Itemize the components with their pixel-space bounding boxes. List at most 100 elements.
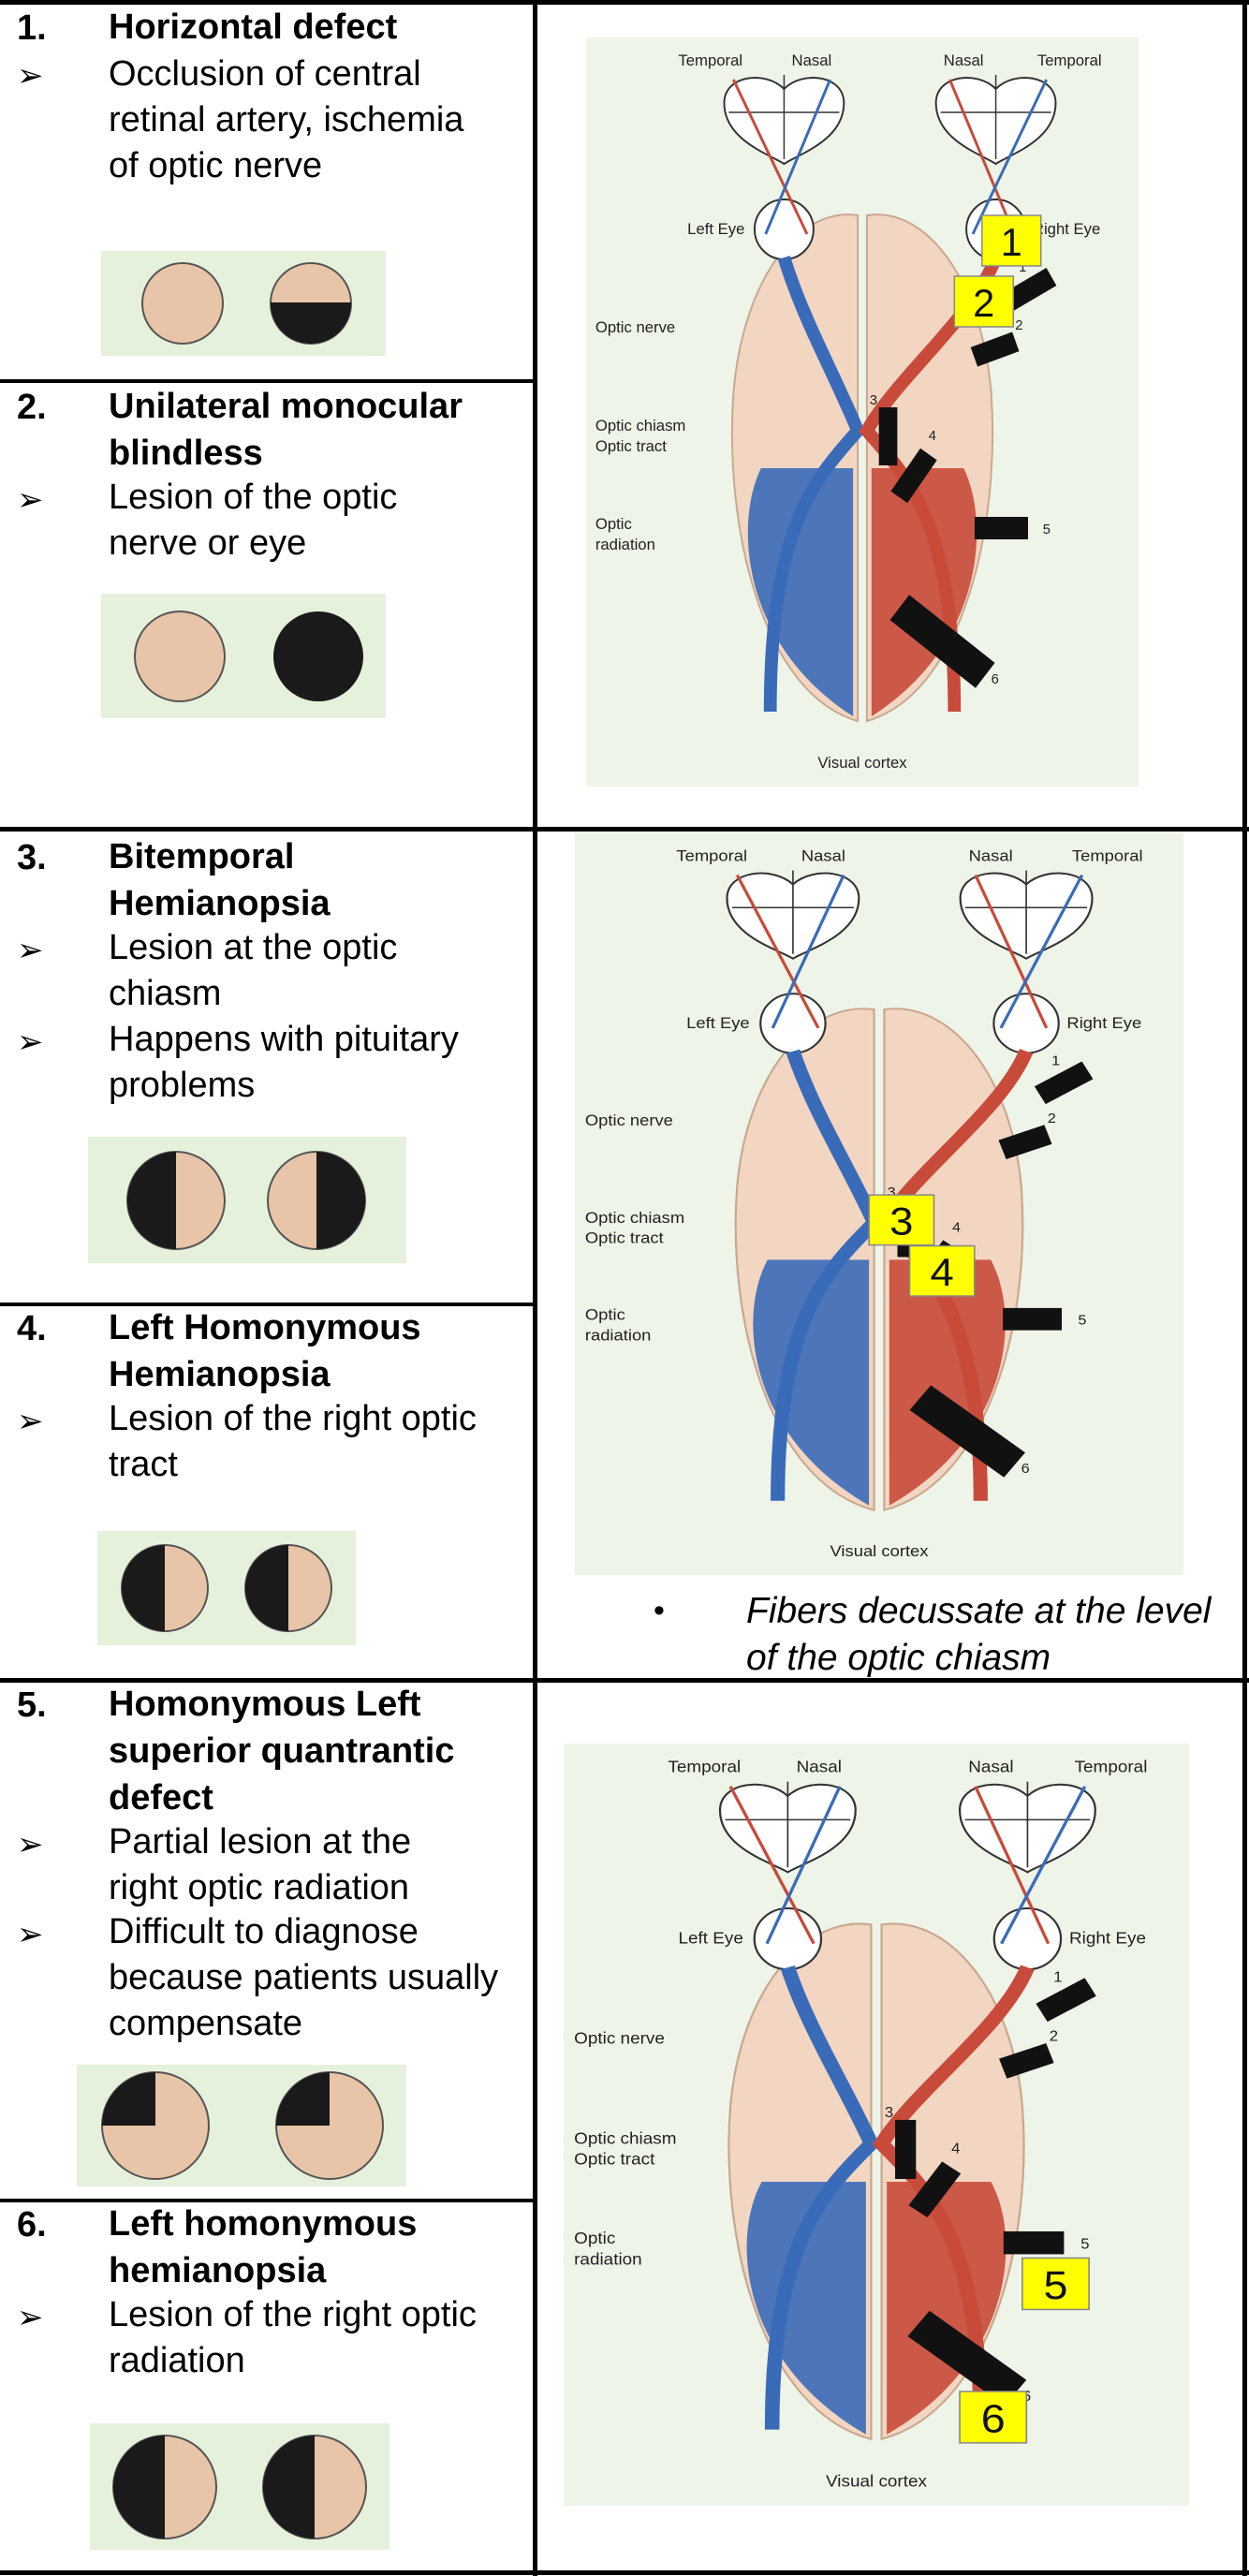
bullet-icon: ➢ <box>17 1024 44 1060</box>
left-homonymous-hemianopsia-field-icon <box>90 2423 389 2550</box>
temporal-label: Temporal <box>668 1758 741 1775</box>
section-title: Left Homonymous Hemianopsia <box>109 1308 421 1394</box>
highlight-number: 6 <box>981 2396 1006 2441</box>
highlight-box: 4 <box>908 1244 976 1297</box>
lesion-marker <box>1003 2230 1065 2255</box>
visual-cortex-label: Visual cortex <box>817 754 907 772</box>
optic-radiation-label: Optic <box>585 1305 625 1323</box>
section-4: 4. Left Homonymous Hemianopsia ➢ Lesion … <box>0 1306 533 1678</box>
highlight-box: 1 <box>981 214 1042 267</box>
bullet-icon: ➢ <box>17 1827 44 1862</box>
bullet-icon: ➢ <box>17 2300 44 2335</box>
optic-tract-label: Optic tract <box>595 437 667 455</box>
lesion-number-label: 1 <box>1019 260 1026 275</box>
lesion-number-label: 5 <box>1078 1313 1086 1328</box>
lesion-marker <box>1003 267 1057 312</box>
section-bullet: Lesion at the optic chiasm <box>109 928 398 1013</box>
section-title: Horizontal defect <box>109 7 398 47</box>
lesion-number-label: 4 <box>929 429 936 444</box>
optic-radiation-label: radiation <box>585 1326 652 1344</box>
section-number: 4. <box>17 1309 47 1348</box>
bullet-icon: ➢ <box>17 58 44 94</box>
right-eye-label: Right Eye <box>1033 220 1100 238</box>
lesion-marker <box>998 1125 1052 1160</box>
temporal-label: Temporal <box>1037 52 1102 69</box>
bullet-icon: ➢ <box>17 1917 44 1952</box>
section-bullet: Happens with pituitary problems <box>109 1020 459 1105</box>
lesion-number-label: 2 <box>1050 2029 1058 2044</box>
lesion-marker <box>1003 1307 1062 1331</box>
nasal-label: Nasal <box>944 52 984 69</box>
section-title: Bitemporal Hemianopsia <box>109 837 331 923</box>
nasal-label: Nasal <box>969 846 1013 864</box>
lesion-number-label: 1 <box>1051 1053 1060 1068</box>
section-number: 2. <box>17 388 47 427</box>
highlight-box: 2 <box>953 275 1015 328</box>
section-title: Homonymous Left superior quantrantic def… <box>109 1685 455 1818</box>
temporal-label: Temporal <box>1072 846 1143 864</box>
lesion-marker <box>889 595 995 688</box>
section-bullet: Partial lesion at the right optic radiat… <box>109 1822 412 1907</box>
temporal-label: Temporal <box>676 846 747 864</box>
superior-quadrantic-defect-field-icon <box>77 2065 406 2186</box>
visual-cortex-label: Visual cortex <box>826 2472 927 2490</box>
section-number: 5. <box>17 1685 47 1725</box>
lesion-number-label: 2 <box>1015 318 1022 333</box>
section-bullet: Difficult to diagnose because patients u… <box>109 1912 499 2043</box>
lesion-marker <box>974 517 1028 539</box>
optic-chiasm-label: Optic chiasm <box>585 1209 684 1227</box>
lesion-number-label: 5 <box>1043 523 1051 537</box>
lesion-marker <box>895 2119 917 2179</box>
right-eye-label: Right Eye <box>1066 1014 1141 1032</box>
bullet-icon: ➢ <box>17 482 44 518</box>
lesion-number-label: 6 <box>992 672 999 687</box>
optic-tract-label: Optic tract <box>574 2150 654 2168</box>
table-border-right <box>1242 0 1247 2576</box>
note-bullet-icon: • <box>654 1593 665 1628</box>
lesion-marker <box>1034 1061 1094 1105</box>
left-eye-label: Left Eye <box>678 1929 742 1947</box>
left-homonymous-hemianopsia-field-icon <box>97 1531 356 1645</box>
table-border-bottom <box>0 2570 1249 2575</box>
decussation-note: Fibers decussate at the level of the opt… <box>746 1591 1212 1678</box>
lesion-number-label: 3 <box>888 1185 896 1200</box>
highlight-number: 5 <box>1043 2263 1067 2308</box>
lesion-number-label: 4 <box>952 1220 961 1235</box>
section-title: Left homonymous hemianopsia <box>109 2204 418 2290</box>
section-number: 1. <box>17 8 47 48</box>
temporal-label: Temporal <box>1075 1758 1148 1775</box>
monocular-blindness-field-icon <box>101 594 386 718</box>
lesion-number-label: 1 <box>1053 1970 1062 1985</box>
lesion-marker <box>908 2161 962 2217</box>
highlight-number: 3 <box>889 1200 913 1244</box>
bitemporal-hemianopsia-field-icon <box>88 1137 406 1263</box>
optic-radiation-label: Optic <box>574 2230 615 2247</box>
optic-radiation-label: Optic <box>595 515 632 533</box>
section-3: 3. Bitemporal Hemianopsia ➢ Lesion at th… <box>0 832 533 1303</box>
bullet-icon: ➢ <box>17 1404 44 1439</box>
optic-radiation-label: radiation <box>595 536 655 553</box>
visual-cortex-label: Visual cortex <box>830 1542 929 1560</box>
highlight-box: 3 <box>868 1194 935 1246</box>
lesion-number-label: 3 <box>870 393 877 408</box>
section-number: 3. <box>17 838 47 877</box>
row-divider-1 <box>0 379 537 383</box>
optic-tract-label: Optic tract <box>585 1229 664 1246</box>
lesion-marker <box>878 407 898 465</box>
bullet-icon: ➢ <box>17 933 44 968</box>
optic-radiation-label: radiation <box>574 2250 642 2268</box>
lesion-marker <box>890 448 937 504</box>
highlight-number: 2 <box>973 281 994 325</box>
row-divider-3 <box>0 1303 537 1306</box>
highlight-number: 4 <box>931 1252 954 1295</box>
optic-nerve-label: Optic nerve <box>585 1111 673 1129</box>
section-title: Unilateral monocular blindless <box>109 387 463 473</box>
column-divider <box>533 0 537 2576</box>
left-eye-label: Left Eye <box>686 1014 750 1032</box>
section-number: 6. <box>17 2205 47 2245</box>
row-divider-5 <box>0 2199 537 2202</box>
